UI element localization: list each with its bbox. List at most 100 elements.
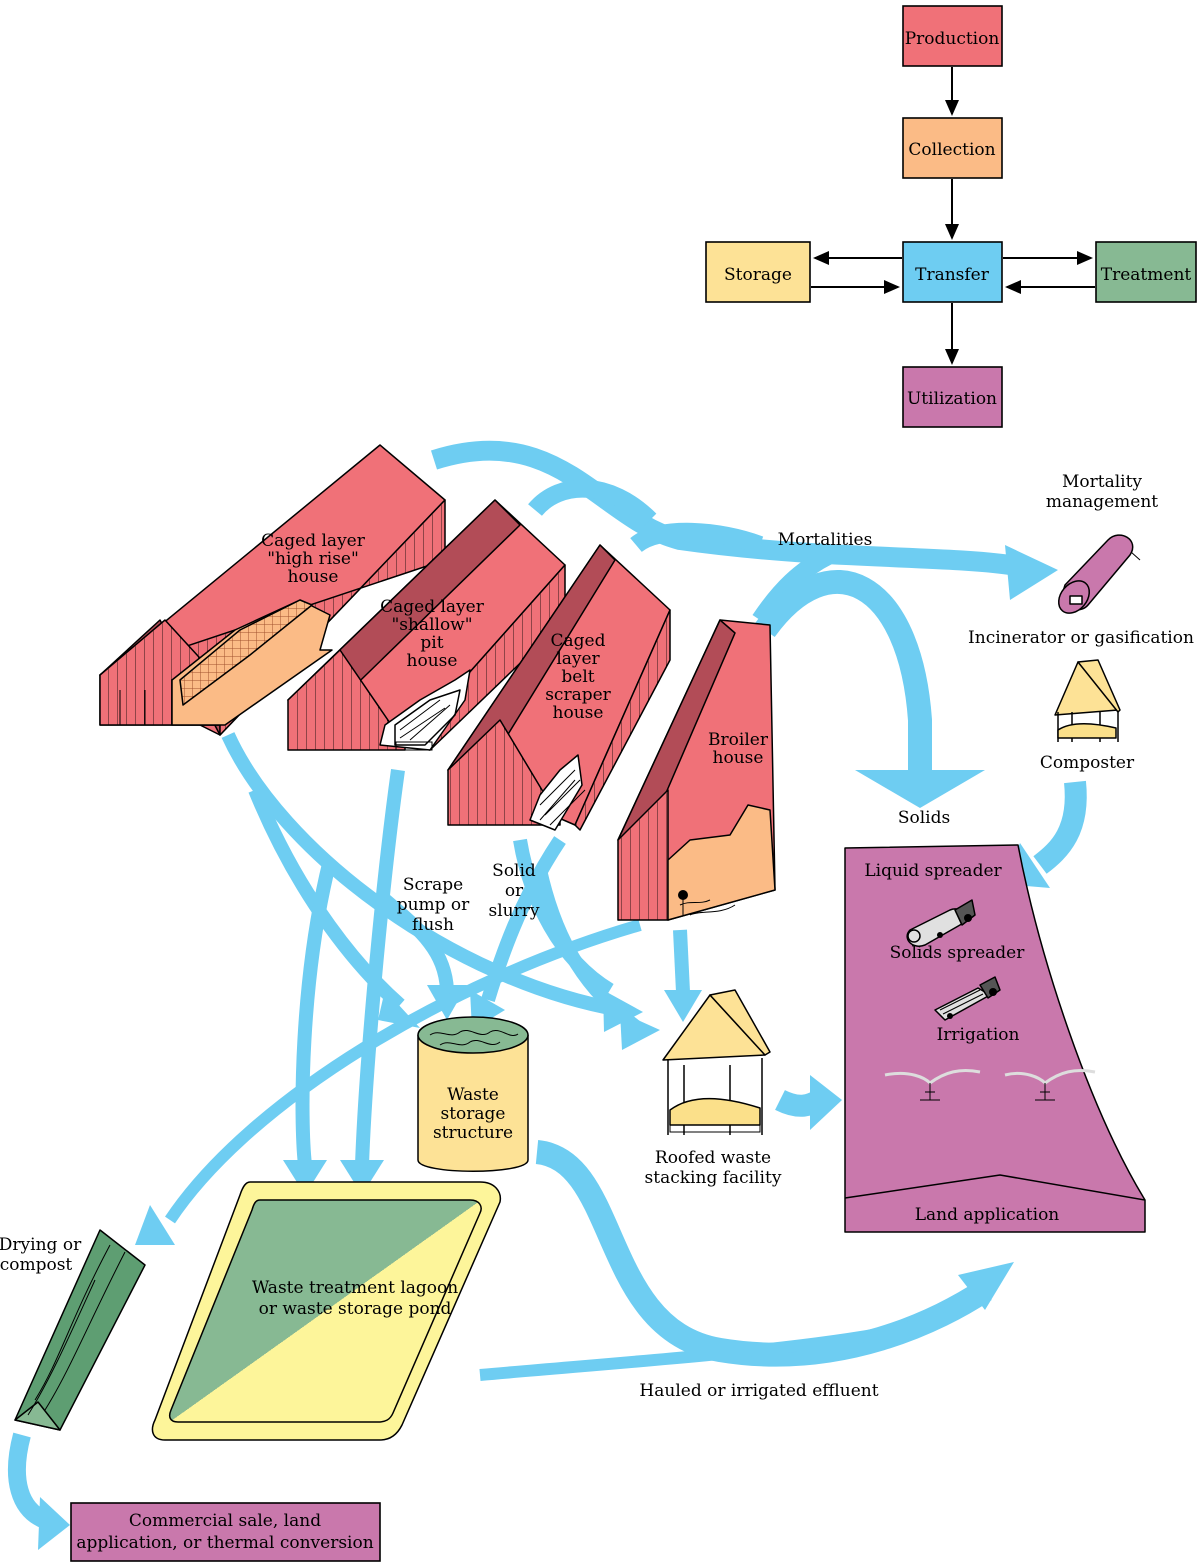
incinerator-label: Incinerator or gasification (968, 628, 1194, 648)
scrape-to-storage-flow (380, 894, 454, 991)
composter-label: Composter (1040, 753, 1135, 773)
svg-text:slurry: slurry (489, 901, 540, 921)
irrigation-sprinkler-icon-1 (884, 1068, 981, 1101)
drying-compost-label-2: compost (0, 1255, 72, 1275)
mortalities-flow-belt (630, 522, 764, 554)
svg-text:belt: belt (561, 667, 594, 687)
composter-icon (1054, 659, 1121, 742)
mortality-management: Mortality management Mortalities Inciner… (778, 472, 1194, 773)
broiler-to-compost-flow (165, 919, 642, 1224)
legend-production-label: Production (905, 29, 1000, 49)
svg-text:or waste storage pond: or waste storage pond (259, 1299, 452, 1319)
solids-flow (755, 569, 932, 770)
svg-text:Scrape: Scrape (403, 875, 463, 895)
mortalities-flow-shallow (528, 479, 657, 527)
scrape-to-lagoon-flow (355, 769, 405, 1166)
solids-arrowhead (855, 770, 985, 808)
belt-to-roofed-flow-2 (513, 838, 614, 997)
svg-text:stacking facility: stacking facility (645, 1168, 782, 1188)
roofed-waste-stacking-facility: Roofed waste stacking facility (645, 989, 782, 1188)
high-rise-label: Caged layer "high rise" house (261, 531, 366, 587)
land-application-label: Land application (915, 1205, 1060, 1225)
broiler-to-roofed-flow (673, 929, 690, 993)
belt-roofed-arrowhead (620, 1012, 660, 1050)
legend-treatment-label: Treatment (1101, 265, 1192, 285)
legend-collection-label: Collection (908, 140, 995, 160)
solids-spreader-icon (934, 976, 1001, 1021)
compost-to-commercial-flow (7, 1432, 49, 1529)
irrigation-sprinkler-icon-2 (1004, 1068, 1096, 1101)
waste-treatment-lagoon: Waste treatment lagoon or waste storage … (151, 1181, 502, 1441)
legend-transfer-box (902, 241, 1003, 303)
svg-text:house: house (553, 703, 604, 723)
scrape-pump-flush-label: Scrape pump or flush (397, 875, 470, 935)
mortalities-arrowhead (1005, 545, 1058, 600)
liquid-spreader-icon (906, 899, 976, 947)
caged-layer-belt-scraper-house: Caged layer belt scraper house (447, 544, 671, 831)
svg-text:Solid: Solid (492, 861, 536, 881)
solids-spreader-label: Solids spreader (890, 943, 1026, 963)
legend-collection-box (902, 117, 1003, 179)
broiler-roofed-arrowhead (664, 990, 702, 1022)
svg-text:storage: storage (441, 1104, 506, 1124)
roofed-land-arrowhead (810, 1075, 842, 1130)
incinerator-icon (1057, 534, 1141, 614)
commercial-sale-label-1: Commercial sale, land (129, 1511, 321, 1531)
commercial-sale-box: Commercial sale, land application, or th… (70, 1502, 381, 1562)
roofed-facility-label: Roofed waste stacking facility (645, 1148, 782, 1188)
svg-text:Caged layer: Caged layer (380, 597, 485, 617)
caged-layer-high-rise-house: Caged layer "high rise" house (99, 444, 446, 736)
svg-text:scraper: scraper (545, 685, 611, 705)
legend-utilization-box (902, 366, 1003, 428)
legend-treatment-box (1095, 241, 1197, 303)
caged-layer-shallow-pit-house: Caged layer "shallow" pit house (287, 499, 566, 751)
legend-utilization-label: Utilization (907, 389, 997, 409)
svg-text:Roofed waste: Roofed waste (655, 1148, 771, 1168)
liquid-spreader-label: Liquid spreader (864, 861, 1002, 881)
composter-to-land-flow (1033, 780, 1087, 874)
svg-text:or: or (505, 881, 524, 901)
broiler-label: Broiler house (708, 730, 769, 768)
svg-text:house: house (407, 651, 458, 671)
waste-storage-structure: Waste storage structure (417, 1016, 529, 1172)
effluent-arrowhead (958, 1262, 1014, 1310)
commercial-arrowhead (38, 1497, 70, 1550)
compost-arrowhead (135, 1205, 175, 1245)
svg-text:house: house (713, 748, 764, 768)
solid-or-slurry-label: Solid or slurry (489, 861, 540, 921)
legend-storage-label: Storage (724, 265, 792, 285)
legend-transfer-label: Transfer (915, 265, 990, 285)
svg-text:Caged layer: Caged layer (261, 531, 366, 551)
mortalities-label: Mortalities (778, 530, 873, 550)
svg-text:layer: layer (556, 649, 600, 669)
mortality-management-title-1: Mortality (1062, 472, 1142, 492)
svg-text:Waste treatment lagoon: Waste treatment lagoon (252, 1278, 458, 1298)
shallow-pit-label: Caged layer "shallow" pit house (380, 597, 485, 671)
belt-scraper-label: Caged layer belt scraper house (545, 631, 611, 723)
lagoon-to-land-flow (479, 1283, 994, 1381)
svg-text:"shallow": "shallow" (391, 615, 472, 635)
mortality-management-title-2: management (1046, 492, 1158, 512)
svg-text:pump or: pump or (397, 895, 470, 915)
high-rise-to-storage-flow (248, 787, 405, 1011)
commercial-sale-label-2: application, or thermal conversion (76, 1533, 373, 1553)
svg-text:Waste: Waste (447, 1085, 499, 1105)
land-application-panel: Liquid spreader Solids spreader Irrigati… (844, 844, 1146, 1233)
hauled-effluent-label: Hauled or irrigated effluent (639, 1381, 878, 1401)
shallow-to-lagoon-flow (295, 858, 337, 1166)
svg-text:pit: pit (420, 633, 443, 653)
shallow-lagoon-arrowhead-1 (283, 1160, 327, 1195)
svg-text:"high rise": "high rise" (267, 549, 359, 569)
svg-text:house: house (288, 567, 339, 587)
svg-text:Broiler: Broiler (708, 730, 769, 750)
drying-compost-label-1: Drying or (0, 1235, 82, 1255)
drying-compost: Drying or compost (0, 1229, 146, 1431)
svg-text:flush: flush (412, 915, 454, 935)
broiler-house: Broiler house (617, 619, 776, 921)
shallow-lagoon-arrowhead-2 (340, 1160, 384, 1195)
lagoon-label: Waste treatment lagoon or waste storage … (252, 1278, 458, 1319)
svg-text:Caged: Caged (551, 631, 606, 651)
waste-storage-structure-label: Waste storage structure (433, 1085, 513, 1143)
irrigation-label: Irrigation (937, 1025, 1020, 1045)
